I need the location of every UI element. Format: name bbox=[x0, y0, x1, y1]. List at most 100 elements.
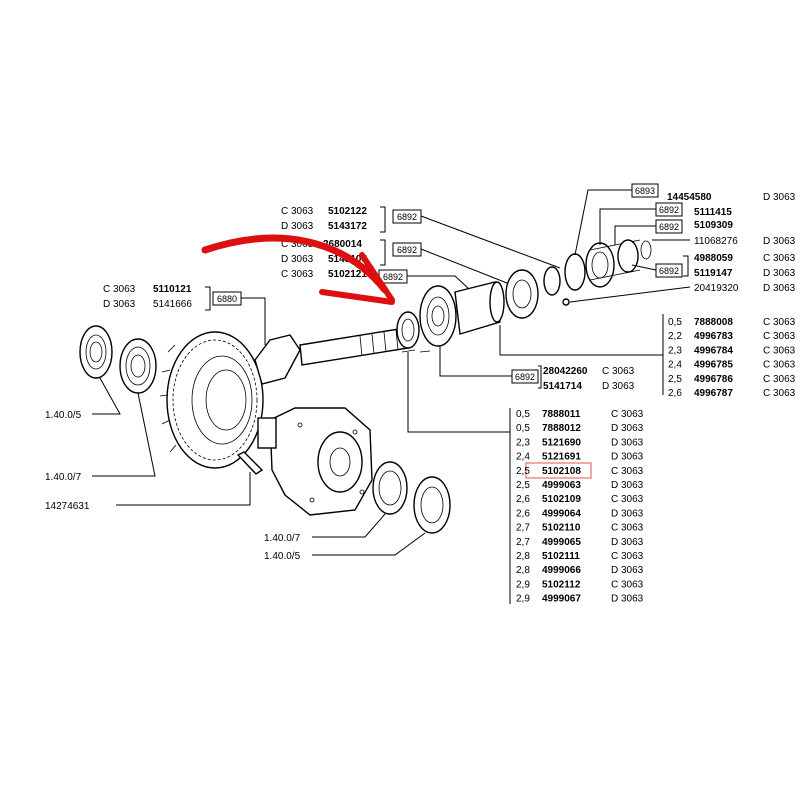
code: C 3063 bbox=[763, 331, 796, 342]
code: C 3063 bbox=[763, 360, 796, 371]
code: D 3063 bbox=[611, 508, 644, 519]
part-number-2680014: 2680014 bbox=[323, 239, 362, 250]
label-group-6880: C 3063 5110121 D 3063 5141666 6880 bbox=[103, 284, 266, 345]
part-number: 5102109 bbox=[542, 494, 581, 505]
part-number: 5102111 bbox=[542, 551, 580, 562]
ring-gear bbox=[159, 331, 264, 469]
shim-size: 2,7 bbox=[516, 537, 530, 548]
part-number: 4996783 bbox=[694, 331, 733, 342]
part-number-5141666: 5141666 bbox=[153, 299, 192, 310]
code-c3063: C 3063 bbox=[281, 206, 314, 217]
shim-size: 2,6 bbox=[516, 494, 530, 505]
code: C 3063 bbox=[611, 579, 644, 590]
shim-size: 2,4 bbox=[668, 360, 682, 371]
code-d3063: D 3063 bbox=[763, 283, 796, 294]
shim-size: 2,3 bbox=[516, 437, 530, 448]
ref-box-6892: 6892 bbox=[515, 372, 535, 382]
code-d3063: D 3063 bbox=[763, 192, 796, 203]
ref-box-6892: 6892 bbox=[397, 245, 417, 255]
table-right-row: 2,6 4996787 C 3063 bbox=[668, 388, 796, 399]
ref-box-6892: 6892 bbox=[659, 266, 679, 276]
shim-size: 2,2 bbox=[668, 331, 682, 342]
bolt bbox=[236, 451, 264, 475]
spacer-washer bbox=[396, 311, 420, 349]
part-number: 4999065 bbox=[542, 537, 581, 548]
shim-size: 2,9 bbox=[516, 594, 530, 605]
pinion-shaft bbox=[254, 327, 409, 385]
code: C 3063 bbox=[763, 317, 796, 328]
code-c3063: C 3063 bbox=[281, 269, 314, 280]
shim-size: 2,8 bbox=[516, 565, 530, 576]
shim-size: 0,5 bbox=[516, 409, 530, 420]
table-bottom-row: 2,6 5102109 C 3063 bbox=[516, 494, 644, 505]
shim-size: 2,5 bbox=[668, 374, 682, 385]
rear-bearing-pack bbox=[562, 239, 652, 306]
code: C 3063 bbox=[611, 494, 644, 505]
code: C 3063 bbox=[763, 388, 796, 399]
part-number-5102122: 5102122 bbox=[328, 206, 367, 217]
part-number-5109309: 5109309 bbox=[694, 220, 733, 231]
shim-size: 2,5 bbox=[516, 480, 530, 491]
part-number: 4996784 bbox=[694, 345, 733, 356]
code: D 3063 bbox=[611, 565, 644, 576]
code: D 3063 bbox=[611, 537, 644, 548]
shim-size: 2,6 bbox=[516, 508, 530, 519]
part-number-5141714: 5141714 bbox=[543, 381, 582, 392]
part-number: 4996785 bbox=[694, 360, 733, 371]
ref-box-6892: 6892 bbox=[397, 212, 417, 222]
code-d3063: D 3063 bbox=[763, 268, 796, 279]
left-bearing bbox=[119, 338, 157, 394]
table-bottom-row: 2,3 5121690 D 3063 bbox=[516, 437, 644, 448]
code-d3063: D 3063 bbox=[281, 221, 314, 232]
code-d3063: D 3063 bbox=[763, 236, 796, 247]
collapsible-spacer bbox=[454, 281, 505, 335]
shim-ring bbox=[543, 266, 561, 296]
part-number: 4996787 bbox=[694, 388, 733, 399]
part-number-28042260: 28042260 bbox=[543, 366, 588, 377]
part-number: 7888012 bbox=[542, 423, 581, 434]
part-number-4988059: 4988059 bbox=[694, 253, 733, 264]
code-d3063: D 3063 bbox=[103, 299, 136, 310]
lower-seal-ring bbox=[413, 476, 451, 534]
part-number-14274631: 14274631 bbox=[45, 501, 90, 512]
code: C 3063 bbox=[763, 374, 796, 385]
ref-1-40-0-7-bottom: 1.40.0/7 bbox=[264, 533, 301, 544]
part-number: 5102110 bbox=[542, 523, 581, 534]
table-right-row: 2,2 4996783 C 3063 bbox=[668, 331, 796, 342]
part-number: 4999064 bbox=[542, 508, 581, 519]
ref-box-6892: 6892 bbox=[659, 222, 679, 232]
code: D 3063 bbox=[611, 480, 644, 491]
part-number: 5102112 bbox=[542, 579, 581, 590]
differential-housing bbox=[257, 407, 373, 516]
part-number-5119147: 5119147 bbox=[694, 268, 733, 279]
part-number: 4996786 bbox=[694, 374, 733, 385]
code-c3063: C 3063 bbox=[281, 239, 314, 250]
part-number-20419320: 20419320 bbox=[694, 283, 739, 294]
highlight-box bbox=[525, 462, 592, 479]
label-group-top-right: 6893 14454580 D 3063 6892 5111415 6892 5… bbox=[569, 183, 796, 303]
part-number: 5121690 bbox=[542, 437, 581, 448]
shim-size: 2,6 bbox=[668, 388, 682, 399]
shim-size: 2,5 bbox=[516, 466, 530, 477]
ref-box-6892: 6892 bbox=[659, 205, 679, 215]
code-c3063: C 3063 bbox=[103, 284, 136, 295]
code: D 3063 bbox=[611, 594, 644, 605]
part-number-11068276: 11068276 bbox=[694, 236, 738, 247]
code-c3063: C 3063 bbox=[602, 366, 635, 377]
code: D 3063 bbox=[611, 437, 644, 448]
lower-bearing bbox=[372, 461, 408, 515]
part-number-5110121: 5110121 bbox=[153, 284, 192, 295]
shim-size: 2,4 bbox=[516, 452, 530, 463]
table-bottom-row: 2,6 4999064 D 3063 bbox=[516, 508, 644, 519]
part-number: 7888008 bbox=[694, 317, 733, 328]
